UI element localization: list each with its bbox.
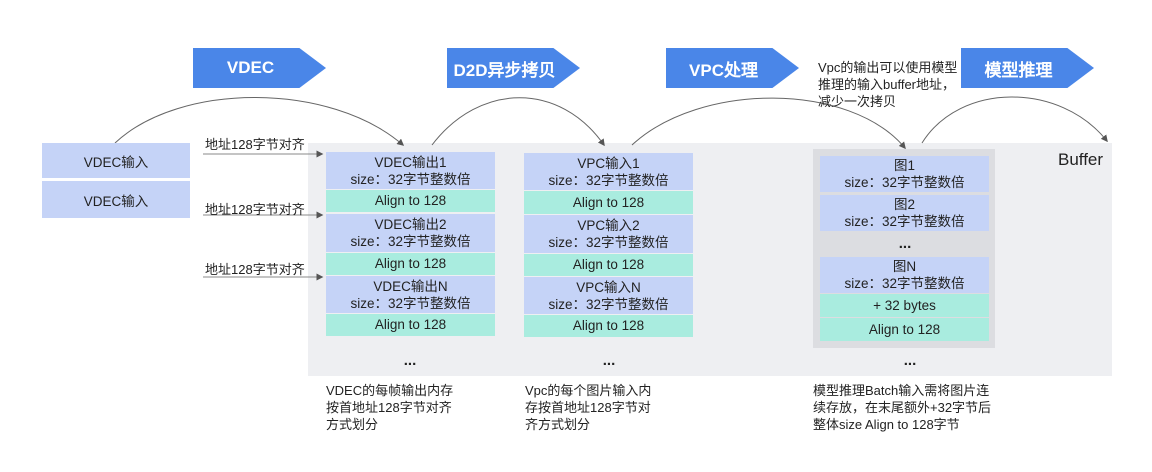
vpc-input-block: VPC输入2 size：32字节整数倍 <box>524 215 693 253</box>
vdec-output-block: VDEC输出2 size：32字节整数倍 <box>326 214 495 252</box>
model-image-block: 图2 size：32字节整数倍 <box>820 195 989 231</box>
stage-vdec: VDEC <box>193 48 326 88</box>
vdec-input-box: VDEC输入 <box>42 143 190 178</box>
stage-d2d-copy: D2D异步拷贝 <box>447 48 580 88</box>
align-128-block: Align to 128 <box>524 315 693 337</box>
vdec-input-box: VDEC输入 <box>42 181 190 218</box>
model-ellipsis: ... <box>903 352 917 369</box>
align-128-block: Align to 128 <box>326 253 495 275</box>
curve-arrow-vdec <box>114 97 405 146</box>
align-label: 地址128字节对齐 <box>205 202 305 217</box>
curve-arrow-model <box>921 96 1108 144</box>
buffer-label: Buffer <box>1058 150 1104 169</box>
extra-32-bytes-block: + 32 bytes <box>820 294 989 317</box>
vpc-input-block: VPC输入1 size：32字节整数倍 <box>524 153 693 190</box>
align-128-block: Align to 128 <box>524 191 693 214</box>
align-128-block: Align to 128 <box>820 318 989 341</box>
align-128-block: Align to 128 <box>326 190 495 212</box>
model-inner-ellipsis: ... <box>898 235 912 252</box>
stage-vpc: VPC处理 <box>666 48 799 88</box>
align-label: 地址128字节对齐 <box>205 137 305 152</box>
model-image-block: 图1 size：32字节整数倍 <box>820 156 989 192</box>
vdec-output-block: VDEC输出1 size：32字节整数倍 <box>326 152 495 189</box>
vdec-ellipsis: ... <box>403 352 417 369</box>
vpc-model-note: Vpc的输出可以使用模型 推理的输入buffer地址， 减少一次拷贝 <box>818 60 958 109</box>
align-128-block: Align to 128 <box>326 314 495 336</box>
vpc-note: Vpc的每个图片输入内 存按首地址128字节对 齐方式划分 <box>525 383 652 432</box>
curve-arrow-d2d <box>431 97 605 147</box>
align-label: 地址128字节对齐 <box>205 262 305 277</box>
vpc-ellipsis: ... <box>602 352 616 369</box>
vdec-output-block: VDEC输出N size：32字节整数倍 <box>326 276 495 313</box>
stage-model-inference: 模型推理 <box>961 48 1094 88</box>
model-note: 模型推理Batch输入需将图片连 续存放，在末尾额外+32字节后 整体size … <box>813 383 992 432</box>
curve-arrow-vpc <box>631 97 906 150</box>
model-image-block: 图N size：32字节整数倍 <box>820 257 989 293</box>
align-128-block: Align to 128 <box>524 254 693 276</box>
vpc-input-block: VPC输入N size：32字节整数倍 <box>524 277 693 314</box>
vdec-note: VDEC的每帧输出内存 按首地址128字节对齐 方式划分 <box>326 383 454 432</box>
